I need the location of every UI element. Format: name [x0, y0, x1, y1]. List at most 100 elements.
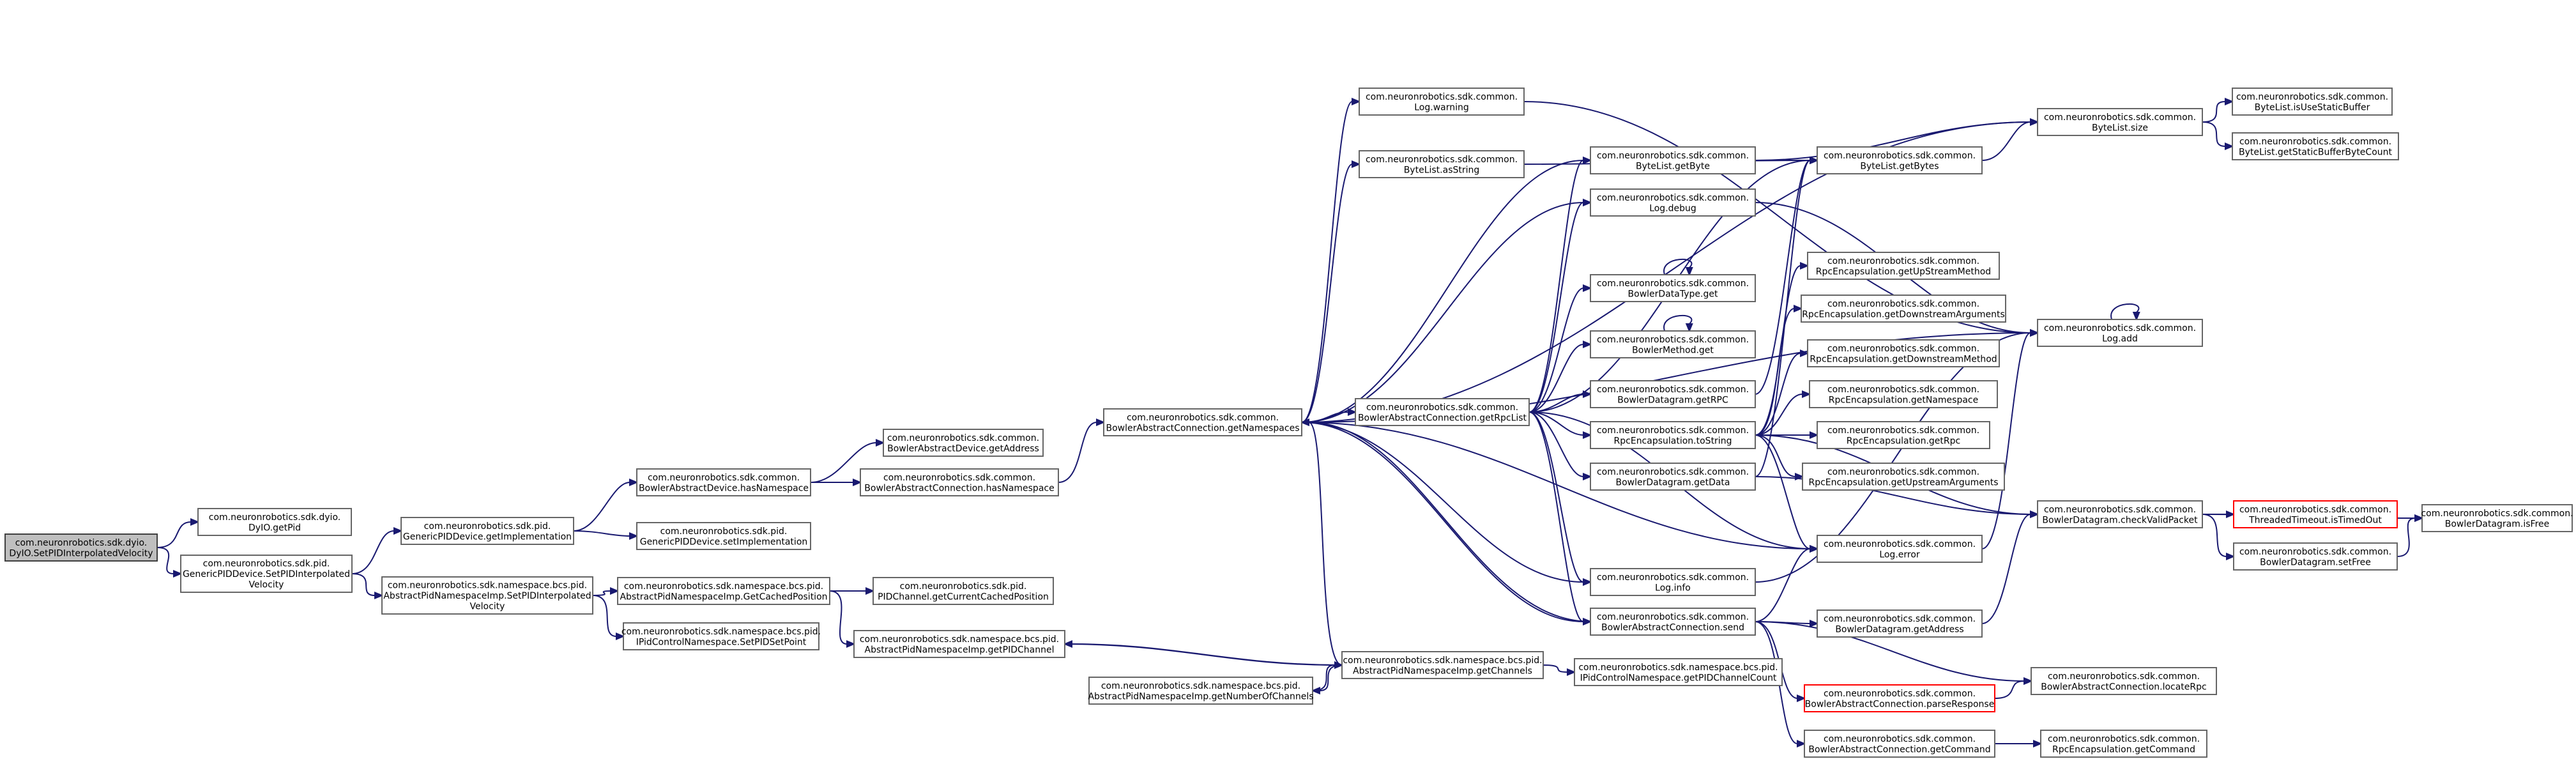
function-node-n8[interactable]: com.neuronrobotics.sdk.namespace.bcs.pid…	[621, 622, 821, 650]
function-node-n7[interactable]: com.neuronrobotics.sdk.namespace.bcs.pid…	[617, 577, 830, 605]
node-label-line: BowlerAbstractConnection.hasNamespace	[864, 483, 1054, 493]
node-label-line: com.neuronrobotics.sdk.common.	[1597, 425, 1749, 436]
node-label-line: ByteList.isUseStaticBuffer	[2255, 102, 2370, 112]
edge-arrowhead	[1685, 323, 1693, 333]
function-node-n38[interactable]: com.neuronrobotics.sdk.common.BowlerAbst…	[1804, 684, 1995, 712]
node-label-line: BowlerAbstractConnection.getCommand	[1808, 744, 1990, 755]
function-node-n40[interactable]: com.neuronrobotics.sdk.common.ByteList.s…	[2037, 108, 2203, 136]
function-node-n6[interactable]: com.neuronrobotics.sdk.pid.GenericPIDDev…	[636, 522, 811, 550]
edge-line	[1528, 202, 1584, 413]
edge-line	[1528, 411, 1584, 583]
node-box	[1590, 274, 1756, 302]
function-node-n29[interactable]: com.neuronrobotics.sdk.common.ByteList.g…	[1817, 146, 1983, 174]
node-box	[1801, 295, 2006, 323]
function-node-n31[interactable]: com.neuronrobotics.sdk.common.RpcEncapsu…	[1801, 295, 2006, 323]
edge-line	[1058, 422, 1097, 483]
node-label-line: RpcEncapsulation.toString	[1614, 436, 1732, 446]
edge-line	[1528, 344, 1584, 413]
call-edge	[1300, 418, 1343, 666]
function-node-n27[interactable]: com.neuronrobotics.sdk.common.Log.info	[1590, 568, 1756, 596]
function-node-n43[interactable]: com.neuronrobotics.sdk.common.BowlerAbst…	[2031, 667, 2217, 695]
function-node-n45[interactable]: com.neuronrobotics.sdk.common.ByteList.i…	[2232, 88, 2393, 116]
edge-line	[1755, 353, 1801, 436]
node-box	[636, 468, 811, 496]
node-box	[1804, 730, 1995, 758]
function-node-n48[interactable]: com.neuronrobotics.sdk.common.BowlerData…	[2233, 542, 2398, 571]
node-box	[1590, 608, 1756, 636]
function-node-n21[interactable]: com.neuronrobotics.sdk.common.Log.debug	[1590, 188, 1756, 217]
function-node-n15[interactable]: com.neuronrobotics.sdk.namespace.bcs.pid…	[1341, 651, 1544, 679]
function-node-n49[interactable]: com.neuronrobotics.sdk.common.BowlerData…	[2421, 504, 2573, 532]
function-node-n23[interactable]: com.neuronrobotics.sdk.common.BowlerMeth…	[1590, 330, 1756, 358]
node-label-line: com.neuronrobotics.sdk.common.	[1827, 299, 1979, 309]
function-node-n39[interactable]: com.neuronrobotics.sdk.common.BowlerAbst…	[1804, 730, 1995, 758]
node-label-line: GenericPIDDevice.setImplementation	[640, 537, 808, 547]
function-node-n1[interactable]: com.neuronrobotics.sdk.dyio.DyIO.getPid	[197, 508, 352, 536]
node-box	[853, 630, 1065, 658]
function-node-n42[interactable]: com.neuronrobotics.sdk.common.BowlerData…	[2037, 500, 2203, 528]
function-node-n11[interactable]: com.neuronrobotics.sdk.pid.PIDChannel.ge…	[873, 577, 1054, 605]
edge-line	[2202, 121, 2226, 147]
function-node-n3[interactable]: com.neuronrobotics.sdk.pid.GenericPIDDev…	[400, 517, 574, 545]
node-label-line: com.neuronrobotics.sdk.common.	[1597, 335, 1749, 345]
node-box	[860, 468, 1059, 496]
node-label-line: com.neuronrobotics.sdk.dyio.	[15, 538, 147, 548]
function-node-n22[interactable]: com.neuronrobotics.sdk.common.BowlerData…	[1590, 274, 1756, 302]
call-edge	[811, 479, 862, 486]
function-node-n13[interactable]: com.neuronrobotics.sdk.namespace.bcs.pid…	[1088, 677, 1314, 705]
edge-line	[1755, 434, 1796, 477]
function-node-n20[interactable]: com.neuronrobotics.sdk.common.ByteList.g…	[1590, 146, 1756, 174]
function-node-n34[interactable]: com.neuronrobotics.sdk.common.RpcEncapsu…	[1817, 421, 1990, 449]
call-edge	[1301, 157, 1592, 423]
call-edge	[1543, 664, 1576, 676]
call-edge	[592, 587, 620, 596]
function-node-n5[interactable]: com.neuronrobotics.sdk.common.BowlerAbst…	[636, 468, 811, 496]
edge-line	[1319, 664, 1343, 691]
node-box	[1807, 252, 2000, 280]
function-node-n25[interactable]: com.neuronrobotics.sdk.common.RpcEncapsu…	[1590, 421, 1756, 449]
function-node-n41[interactable]: com.neuronrobotics.sdk.common.Log.add	[2037, 319, 2203, 347]
function-node-n24[interactable]: com.neuronrobotics.sdk.common.BowlerData…	[1590, 380, 1756, 408]
edge-line	[1071, 643, 1343, 666]
function-node-n26[interactable]: com.neuronrobotics.sdk.common.BowlerData…	[1590, 463, 1756, 491]
function-node-n10[interactable]: com.neuronrobotics.sdk.common.BowlerAbst…	[860, 468, 1059, 496]
function-node-n46[interactable]: com.neuronrobotics.sdk.common.ByteList.g…	[2232, 132, 2399, 160]
node-box	[2233, 500, 2398, 528]
node-label-line: com.neuronrobotics.sdk.common.	[887, 433, 1039, 443]
function-node-n14[interactable]: com.neuronrobotics.sdk.common.BowlerAbst…	[1103, 408, 1302, 436]
call-edge	[829, 590, 856, 648]
edge-line	[1755, 434, 1811, 549]
function-node-n2[interactable]: com.neuronrobotics.sdk.pid.GenericPIDDev…	[180, 555, 353, 593]
edge-arrowhead	[876, 439, 885, 447]
edge-line	[1301, 422, 1584, 622]
node-box	[1807, 339, 2000, 367]
call-edge	[1311, 664, 1343, 694]
node-label-line: ByteList.getByte	[1636, 161, 1710, 171]
node-label-line: Log.info	[1655, 583, 1691, 593]
function-node-n33[interactable]: com.neuronrobotics.sdk.common.RpcEncapsu…	[1809, 380, 1998, 408]
function-node-n17[interactable]: com.neuronrobotics.sdk.common.ByteList.a…	[1359, 150, 1525, 178]
function-node-n35[interactable]: com.neuronrobotics.sdk.common.RpcEncapsu…	[1802, 463, 2005, 491]
function-node-n18[interactable]: com.neuronrobotics.sdk.common.BowlerAbst…	[1355, 398, 1530, 426]
call-edge	[1058, 418, 1106, 483]
node-label-line: com.neuronrobotics.sdk.common.	[1597, 385, 1749, 395]
function-node-n0[interactable]: com.neuronrobotics.sdk.dyio.DyIO.SetPIDI…	[4, 533, 158, 562]
function-node-n12[interactable]: com.neuronrobotics.sdk.namespace.bcs.pid…	[853, 630, 1065, 658]
function-node-n28[interactable]: com.neuronrobotics.sdk.common.BowlerAbst…	[1590, 608, 1756, 636]
call-edge	[1528, 157, 1592, 413]
function-node-n47[interactable]: com.neuronrobotics.sdk.common.ThreadedTi…	[2233, 500, 2398, 528]
function-node-n30[interactable]: com.neuronrobotics.sdk.common.RpcEncapsu…	[1807, 252, 2000, 280]
node-box	[197, 508, 352, 536]
function-node-n37[interactable]: com.neuronrobotics.sdk.common.BowlerData…	[1817, 610, 1983, 638]
function-node-n19[interactable]: com.neuronrobotics.sdk.namespace.bcs.pid…	[1574, 658, 1783, 686]
function-node-n44[interactable]: com.neuronrobotics.sdk.common.RpcEncapsu…	[2040, 730, 2207, 758]
function-node-n16[interactable]: com.neuronrobotics.sdk.common.Log.warnin…	[1359, 88, 1525, 116]
function-node-n36[interactable]: com.neuronrobotics.sdk.common.Log.error	[1817, 535, 1983, 563]
node-label-line: Log.add	[2102, 334, 2138, 344]
node-box	[2232, 88, 2393, 116]
function-node-n9[interactable]: com.neuronrobotics.sdk.common.BowlerAbst…	[883, 429, 1044, 457]
function-node-n4[interactable]: com.neuronrobotics.sdk.namespace.bcs.pid…	[381, 576, 593, 615]
node-label-line: com.neuronrobotics.sdk.common.	[1597, 572, 1749, 583]
function-node-n32[interactable]: com.neuronrobotics.sdk.common.RpcEncapsu…	[1807, 339, 2000, 367]
edge-arrowhead	[1794, 305, 1803, 312]
